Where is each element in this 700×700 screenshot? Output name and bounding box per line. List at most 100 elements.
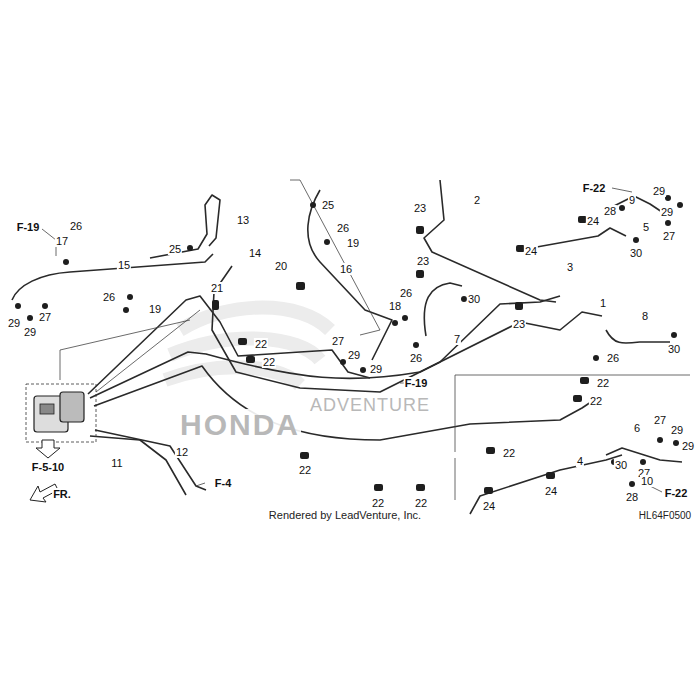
ref-arrow [36, 440, 60, 458]
drawing-part [633, 237, 639, 243]
drawing-part [290, 180, 380, 335]
drawing-part [580, 377, 589, 384]
drawing-part [470, 455, 622, 514]
reference-label: F-22 [582, 182, 607, 194]
callout-number: 24 [524, 245, 538, 257]
drawing-part [416, 226, 424, 234]
drawing-part [392, 320, 398, 326]
callout-number: 17 [55, 235, 69, 247]
callout-number: 24 [544, 485, 558, 497]
reference-label: F-22 [664, 487, 689, 499]
callout-number: 7 [453, 333, 461, 345]
drawing-part [619, 205, 625, 211]
drawing-part [27, 315, 33, 321]
callout-number: 12 [175, 446, 189, 458]
drawing-part [238, 338, 247, 345]
drawing-part [123, 307, 129, 313]
callout-number: 9 [628, 194, 636, 206]
drawing-part [360, 367, 366, 373]
reference-label: FR. [52, 488, 72, 500]
credit-note: Rendered by LeadVenture, Inc. [268, 509, 422, 521]
callout-number: 22 [254, 338, 268, 350]
callout-number: 28 [603, 205, 617, 217]
drawing-part [416, 270, 424, 278]
callout-number: 28 [625, 491, 639, 503]
diagram-code: HL64F0500 [638, 510, 692, 522]
callout-number: 2 [473, 194, 481, 206]
drawing-part [424, 283, 462, 336]
drawing-part [573, 395, 582, 402]
drawing-part [452, 452, 458, 458]
callout-number: 8 [641, 310, 649, 322]
drawing-part [484, 487, 493, 494]
drawing-part [612, 188, 632, 192]
brake-lines [12, 180, 682, 514]
callout-number: 20 [274, 260, 288, 272]
callout-number: 3 [566, 261, 574, 273]
drawing-part [593, 355, 599, 361]
reference-label: F-5-10 [31, 461, 65, 473]
drawing-part [677, 202, 683, 208]
callout-number: 29 [660, 206, 674, 218]
drawing-part [296, 282, 305, 290]
drawing-part [671, 332, 677, 338]
logo-watermark [165, 308, 330, 386]
drawing-part [196, 483, 205, 486]
callout-number: 5 [642, 221, 650, 233]
callout-number: 25 [168, 243, 182, 255]
callout-number: 26 [336, 222, 350, 234]
drawing-part [308, 190, 392, 360]
callout-number: 27 [331, 335, 345, 347]
callout-number: 11 [110, 457, 123, 469]
drawing-part [486, 447, 495, 454]
reference-label: F-19 [16, 221, 41, 233]
drawing-part [673, 440, 679, 446]
drawing-part [26, 384, 96, 442]
callout-number: 29 [652, 185, 666, 197]
callout-number: 16 [339, 263, 353, 275]
drawing-part [374, 484, 383, 491]
callout-number: 24 [586, 215, 600, 227]
drawing-part [127, 294, 133, 300]
drawing-part [90, 436, 186, 495]
callout-number: 22 [589, 395, 603, 407]
callout-number: 18 [388, 300, 402, 312]
callout-number: 22 [596, 377, 610, 389]
drawing-part [455, 375, 456, 500]
callout-number: 23 [416, 255, 430, 267]
callout-number: 29 [369, 363, 383, 375]
drawing-part [94, 366, 600, 440]
clips-and-bolts [15, 195, 683, 494]
callout-number: 22 [414, 497, 428, 509]
drawing-part [60, 392, 84, 422]
abs-modulator [26, 384, 96, 442]
drawing-part [546, 472, 555, 479]
drawing-part [629, 481, 635, 487]
drawing-part [150, 195, 220, 258]
drawing-part [212, 300, 219, 310]
callout-number: 26 [409, 352, 423, 364]
drawing-part [88, 296, 370, 394]
callout-number: 13 [236, 214, 250, 226]
callout-number: 1 [599, 297, 607, 309]
callout-number: 27 [38, 311, 52, 323]
callout-number: 19 [148, 303, 162, 315]
drawing-part [310, 202, 316, 208]
callout-number: 6 [633, 422, 641, 434]
callout-number: 22 [262, 356, 276, 368]
watermark: HONDA [179, 409, 301, 441]
callout-number: 25 [321, 199, 335, 211]
drawing-part [40, 404, 54, 414]
callout-number: 29 [347, 349, 361, 361]
callout-number: 15 [117, 259, 131, 271]
drawing-part [657, 437, 663, 443]
drawing-part [187, 245, 193, 251]
drawing-part [15, 303, 21, 309]
drawing-part [42, 303, 48, 309]
callout-number: 29 [7, 317, 21, 329]
callout-number: 27 [653, 414, 667, 426]
drawing-part [300, 452, 309, 459]
drawing-part [170, 339, 320, 360]
callout-number: 24 [482, 500, 496, 512]
drawing-part [63, 259, 69, 265]
